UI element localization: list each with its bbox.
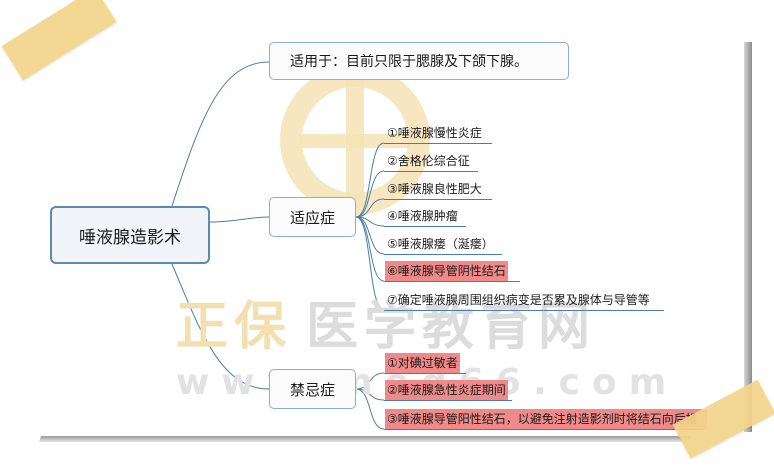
root-node-label: 唾液腺造影术 — [79, 227, 181, 248]
leaf-underline — [384, 254, 502, 255]
applicable-node-label: 适用于：目前只限于腮腺及下颌下腺。 — [290, 54, 528, 70]
watermark-logo-bar-h — [300, 134, 410, 148]
contraindication-item[interactable]: ②唾液腺急性炎症期间 — [385, 380, 508, 400]
indication-item[interactable]: ⑤唾液腺瘘（涎瘘） — [387, 237, 494, 251]
leaf-underline — [384, 226, 466, 227]
connector-line — [355, 142, 385, 218]
connector-line — [355, 388, 385, 430]
connector-line — [171, 263, 270, 390]
leaf-underline — [384, 373, 466, 374]
indications-node[interactable]: 适应症 — [269, 197, 356, 237]
applicable-node[interactable]: 适用于：目前只限于腮腺及下颌下腺。 — [269, 42, 569, 80]
watermark-brand-b: 医学教育网 — [306, 297, 597, 357]
contraindications-node[interactable]: 禁忌症 — [269, 369, 356, 409]
indications-node-label: 适应症 — [289, 208, 335, 227]
indication-item[interactable]: ①唾液腺慢性炎症 — [387, 126, 482, 140]
root-node[interactable]: 唾液腺造影术 — [50, 206, 210, 264]
leaf-underline — [384, 281, 520, 282]
connector-line — [209, 216, 270, 223]
indication-item[interactable]: ④唾液腺肿瘤 — [387, 209, 458, 223]
leaf-underline — [384, 143, 492, 144]
indication-item[interactable]: ②舍格伦综合征 — [387, 154, 470, 168]
connector-line — [355, 216, 385, 311]
leaf-underline — [384, 171, 478, 172]
leaf-underline — [384, 310, 664, 311]
indication-item[interactable]: ③唾液腺良性肥大 — [387, 182, 482, 196]
connector-line — [355, 216, 385, 282]
contraindications-node-label: 禁忌症 — [289, 380, 335, 399]
connector-line — [355, 170, 385, 218]
watermark-brand-a: 正保 — [176, 297, 293, 357]
connector-line — [171, 61, 270, 207]
contraindication-item[interactable]: ①对碘过敏者 — [385, 353, 460, 373]
leaf-underline — [384, 199, 492, 200]
contraindication-item[interactable]: ③唾液腺导管阳性结石，以避免注射造影剂时将结石向后推 — [385, 409, 707, 429]
leaf-underline — [384, 400, 512, 401]
page-shadow-right — [744, 42, 752, 432]
leaf-underline — [384, 429, 704, 430]
indication-item[interactable]: ⑦确定唾液腺周围组织病变是否累及腺体与导管等 — [387, 293, 650, 307]
connector-line — [355, 198, 385, 218]
connector-line — [355, 372, 385, 390]
indication-item[interactable]: ⑥唾液腺导管阴性结石 — [385, 261, 508, 281]
